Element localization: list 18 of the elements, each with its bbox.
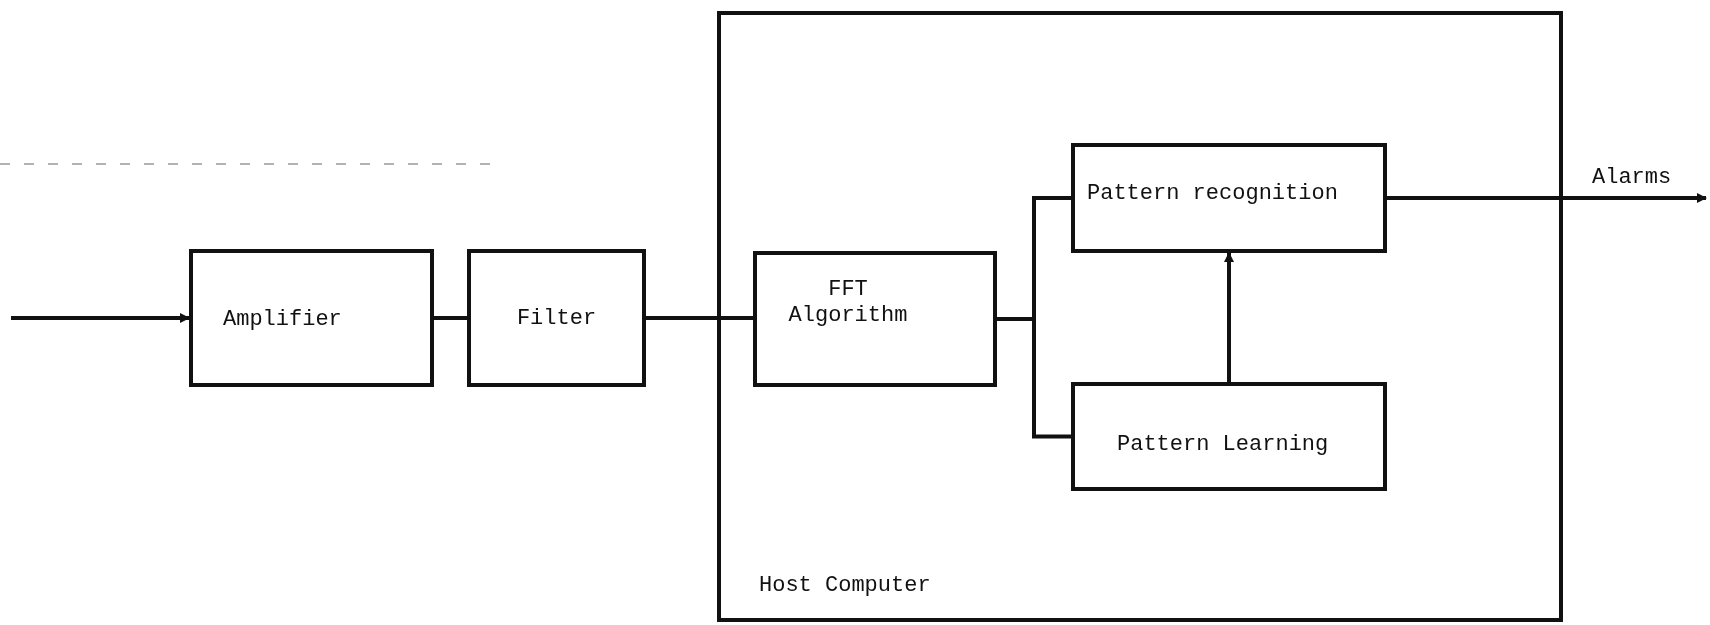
- connector-line: [11, 313, 190, 323]
- process-box: [467, 249, 646, 387]
- box-label: Host Computer: [759, 572, 931, 600]
- connector-line: [434, 316, 467, 320]
- box-label: FFT Algorithm: [787, 277, 909, 329]
- box-label: Pattern Learning: [1117, 431, 1329, 459]
- connector-line: [1387, 193, 1707, 203]
- process-box: [189, 249, 434, 387]
- connector-line: [997, 317, 1071, 439]
- connector-line: [646, 316, 753, 320]
- container-box: [717, 11, 1563, 622]
- connector-line: [1224, 252, 1234, 382]
- box-label: Filter: [515, 304, 598, 333]
- process-box: [753, 251, 997, 387]
- box-label: Pattern recognition: [1087, 180, 1338, 208]
- box-label: Amplifier: [223, 306, 342, 334]
- process-box: [1071, 382, 1387, 491]
- process-box: [1071, 143, 1387, 253]
